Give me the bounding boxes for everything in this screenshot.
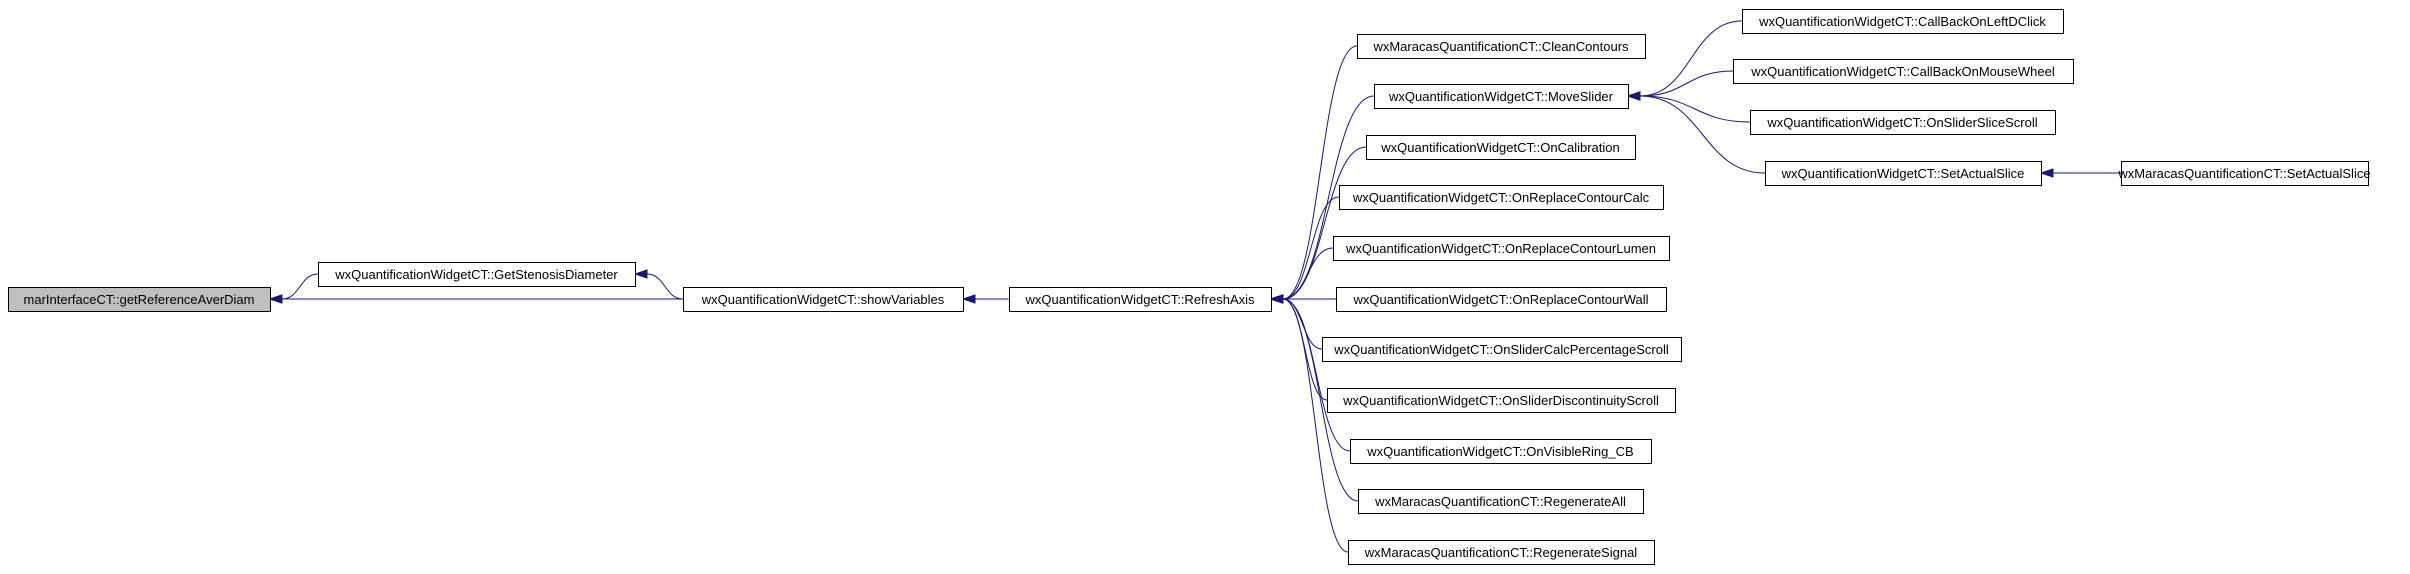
edge-arrowhead: [1626, 91, 1641, 101]
node-label: wxQuantificationWidgetCT::OnSliderCalcPe…: [1333, 342, 1669, 357]
node-regenall[interactable]: wxMaracasQuantificationCT::RegenerateAll: [1358, 489, 1644, 514]
node-label: wxQuantificationWidgetCT::OnVisibleRing_…: [1366, 444, 1633, 459]
node-refresh[interactable]: wxQuantificationWidgetCT::RefreshAxis: [1009, 287, 1272, 312]
edge-onslidercalc-to-refresh: [1269, 294, 1323, 350]
edge-onreplacelumen-to-refresh: [1269, 247, 1334, 304]
node-cleancontours[interactable]: wxMaracasQuantificationCT::CleanContours: [1357, 34, 1646, 59]
node-label: wxQuantificationWidgetCT::CallBackOnMous…: [1750, 64, 2055, 79]
edge-line: [1639, 70, 1734, 97]
edge-line: [1282, 298, 1351, 452]
node-onvisiblering[interactable]: wxQuantificationWidgetCT::OnVisibleRing_…: [1350, 439, 1652, 464]
node-box[interactable]: [1366, 135, 1636, 160]
node-box[interactable]: [318, 262, 636, 287]
edges-layer: [268, 20, 2121, 553]
node-box[interactable]: [1348, 540, 1655, 565]
node-box[interactable]: [1733, 59, 2074, 84]
node-cbmousewheel[interactable]: wxQuantificationWidgetCT::CallBackOnMous…: [1733, 59, 2074, 84]
edge-arrowhead: [961, 294, 976, 304]
edge-cleancontours-to-refresh: [1269, 45, 1358, 304]
edge-line: [1639, 20, 1743, 97]
edge-oncalibration-to-refresh: [1269, 146, 1367, 304]
edge-line: [1282, 45, 1358, 300]
node-box[interactable]: [1336, 287, 1667, 312]
node-box[interactable]: [1009, 287, 1272, 312]
edge-line: [1282, 298, 1349, 553]
node-label: wxMaracasQuantificationCT::CleanContours: [1372, 39, 1629, 54]
node-label: marInterfaceCT::getReferenceAverDiam: [24, 292, 255, 307]
node-box[interactable]: [8, 287, 271, 312]
edge-onreplacecalc-to-refresh: [1269, 196, 1340, 304]
edge-line: [1282, 298, 1328, 401]
edge-line: [646, 273, 684, 300]
edge-line: [1282, 298, 1359, 502]
node-box[interactable]: [1742, 9, 2064, 34]
node-label: wxQuantificationWidgetCT::OnReplaceConto…: [1352, 190, 1650, 205]
node-label: wxMaracasQuantificationCT::RegenerateAll: [1374, 494, 1626, 509]
node-onsliderslice[interactable]: wxQuantificationWidgetCT::OnSliderSliceS…: [1750, 110, 2056, 135]
edge-showvars-to-root: [268, 294, 683, 304]
node-box[interactable]: [683, 287, 964, 312]
edge-line: [1282, 146, 1367, 300]
node-onreplacecalc[interactable]: wxQuantificationWidgetCT::OnReplaceConto…: [1339, 185, 1664, 210]
node-box[interactable]: [2121, 161, 2369, 186]
edge-line: [1639, 95, 1751, 123]
nodes-layer: marInterfaceCT::getReferenceAverDiamwxQu…: [8, 9, 2371, 565]
node-getstenosis[interactable]: wxQuantificationWidgetCT::GetStenosisDia…: [318, 262, 636, 287]
node-cbleftdclick[interactable]: wxQuantificationWidgetCT::CallBackOnLeft…: [1742, 9, 2064, 34]
node-label: wxQuantificationWidgetCT::SetActualSlice: [1781, 166, 2025, 181]
node-label: wxQuantificationWidgetCT::showVariables: [701, 292, 945, 307]
edge-arrowhead: [268, 294, 283, 304]
node-box[interactable]: [1327, 388, 1676, 413]
node-label: wxMaracasQuantificationCT::RegenerateSig…: [1364, 545, 1638, 560]
node-label: wxQuantificationWidgetCT::MoveSlider: [1388, 89, 1614, 104]
node-label: wxQuantificationWidgetCT::OnSliderDiscon…: [1342, 393, 1659, 408]
node-box[interactable]: [1374, 84, 1629, 109]
node-box[interactable]: [1750, 110, 2056, 135]
node-label: wxQuantificationWidgetCT::GetStenosisDia…: [334, 267, 618, 282]
edge-arrowhead: [633, 269, 648, 279]
node-onslidercalc[interactable]: wxQuantificationWidgetCT::OnSliderCalcPe…: [1322, 337, 1682, 362]
node-onsliderdisc[interactable]: wxQuantificationWidgetCT::OnSliderDiscon…: [1327, 388, 1676, 413]
node-label: wxQuantificationWidgetCT::RefreshAxis: [1024, 292, 1255, 307]
node-showvars[interactable]: wxQuantificationWidgetCT::showVariables: [683, 287, 964, 312]
edge-arrowhead: [2039, 168, 2054, 178]
edge-line: [281, 273, 319, 300]
node-box[interactable]: [1765, 161, 2042, 186]
node-label: wxQuantificationWidgetCT::OnReplaceConto…: [1352, 292, 1648, 307]
node-onreplacewall[interactable]: wxQuantificationWidgetCT::OnReplaceConto…: [1336, 287, 1667, 312]
node-label: wxQuantificationWidgetCT::OnSliderSliceS…: [1766, 115, 2037, 130]
node-label: wxMaracasQuantificationCT::SetActualSlic…: [2117, 166, 2370, 181]
node-moveslider[interactable]: wxQuantificationWidgetCT::MoveSlider: [1374, 84, 1629, 109]
node-box[interactable]: [1333, 236, 1670, 261]
node-box[interactable]: [1339, 185, 1664, 210]
node-root[interactable]: marInterfaceCT::getReferenceAverDiam: [8, 287, 271, 312]
edge-line: [1639, 95, 1766, 174]
edge-cbleftdclick-to-moveslider: [1626, 20, 1743, 101]
node-oncalibration[interactable]: wxQuantificationWidgetCT::OnCalibration: [1366, 135, 1636, 160]
node-box[interactable]: [1322, 337, 1682, 362]
node-label: wxQuantificationWidgetCT::OnReplaceConto…: [1345, 241, 1656, 256]
node-box[interactable]: [1350, 439, 1652, 464]
node-maracassetslice[interactable]: wxMaracasQuantificationCT::SetActualSlic…: [2117, 161, 2371, 186]
edge-refresh-to-showvars: [961, 294, 1009, 304]
edge-line: [1282, 247, 1334, 300]
node-setactualslice[interactable]: wxQuantificationWidgetCT::SetActualSlice: [1765, 161, 2042, 186]
edge-regensignal-to-refresh: [1269, 294, 1349, 553]
node-box[interactable]: [1357, 34, 1646, 59]
edge-setactualslice-to-moveslider: [1626, 91, 1766, 174]
edge-maracassetslice-to-setactualslice: [2039, 168, 2121, 178]
edge-line: [1282, 196, 1340, 300]
node-label: wxQuantificationWidgetCT::CallBackOnLeft…: [1758, 14, 2046, 29]
node-label: wxQuantificationWidgetCT::OnCalibration: [1380, 140, 1619, 155]
node-regensignal[interactable]: wxMaracasQuantificationCT::RegenerateSig…: [1348, 540, 1655, 565]
edge-arrowhead: [1269, 294, 1284, 304]
edge-showvars-to-getstenosis: [633, 269, 684, 300]
node-box[interactable]: [1358, 489, 1644, 514]
node-onreplacelumen[interactable]: wxQuantificationWidgetCT::OnReplaceConto…: [1333, 236, 1670, 261]
